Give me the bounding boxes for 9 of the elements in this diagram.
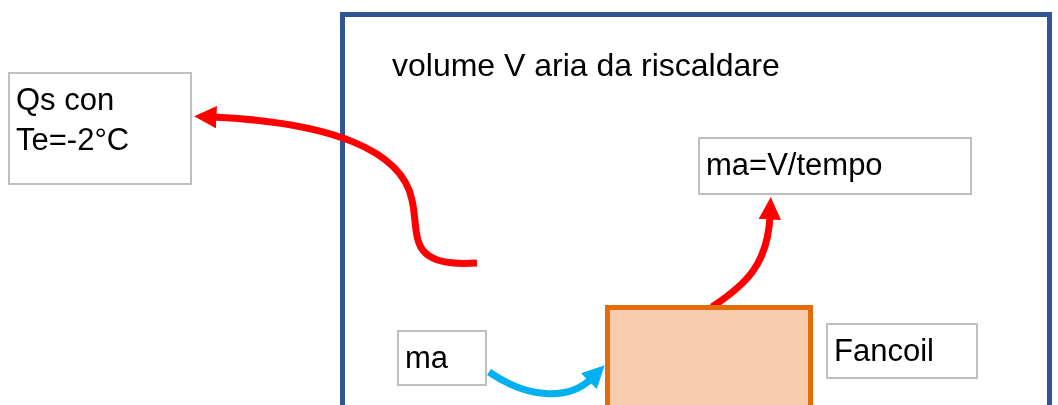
arrow (194, 106, 478, 267)
text-box: ma=V/tempo (698, 137, 972, 195)
text-box: Qs con Te=-2°C (8, 72, 192, 185)
fancoil-unit (605, 305, 813, 405)
arrow (487, 366, 606, 398)
room-outline (340, 12, 1052, 405)
text-box: ma (397, 330, 487, 386)
text-box: Fancoil (826, 323, 978, 379)
room-heading: volume V aria da riscaldare (392, 46, 780, 85)
